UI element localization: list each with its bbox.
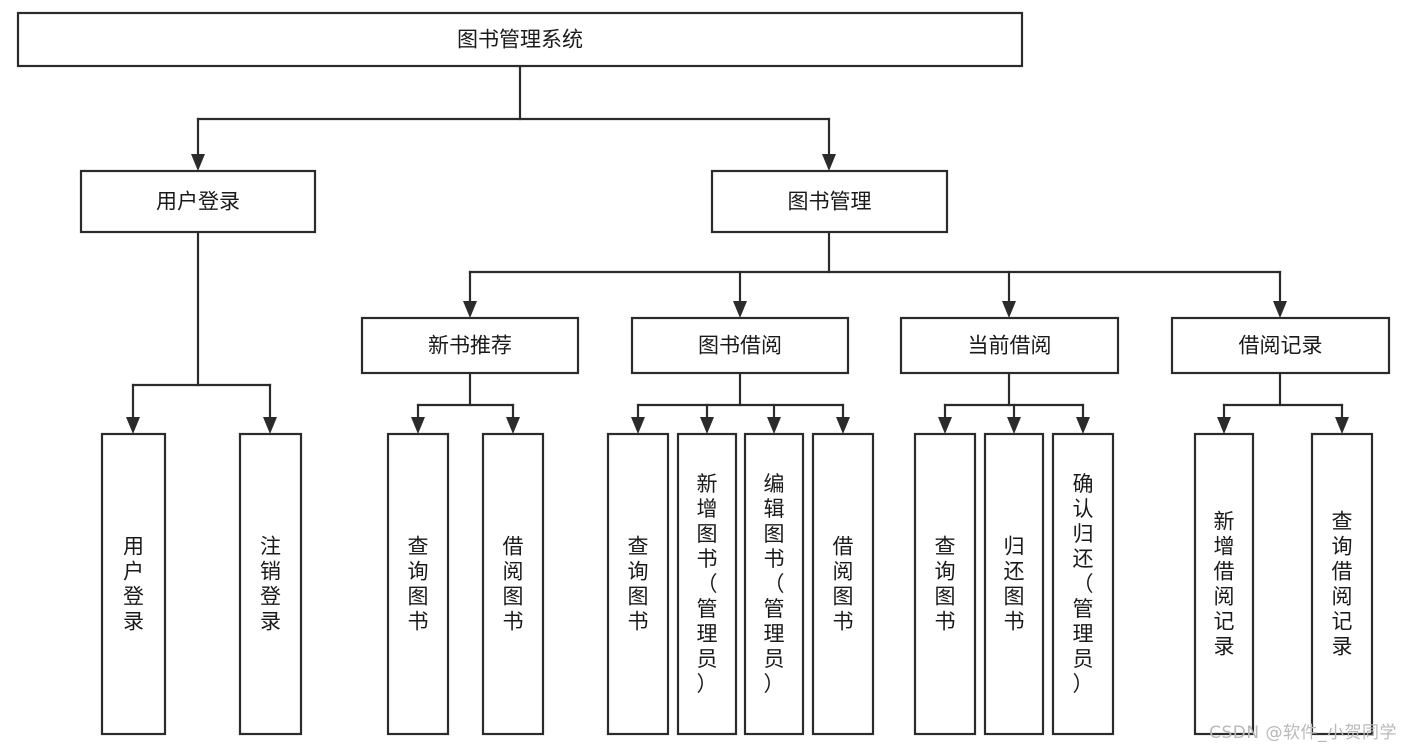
arrow-head-icon — [1007, 417, 1021, 434]
node-leaf-borrow-book[interactable]: 借阅图书 — [811, 432, 875, 736]
node-box-leaf-user-login[interactable] — [100, 432, 167, 736]
node-leaf-return-book[interactable]: 归还图书 — [983, 432, 1045, 736]
node-new-book-recommend[interactable]: 新书推荐 — [360, 316, 580, 375]
node-leaf-query-borrow-record[interactable]: 查询借阅记录 — [1310, 432, 1374, 736]
arrow-head-icon — [836, 417, 850, 434]
node-root[interactable]: 图书管理系统 — [16, 11, 1024, 68]
node-leaf-add-borrow-record[interactable]: 新增借阅记录 — [1193, 432, 1255, 736]
node-label-current-borrow: 当前借阅 — [968, 334, 1052, 358]
node-book-borrow[interactable]: 图书借阅 — [630, 316, 850, 375]
node-box-leaf-query-borrow-record[interactable] — [1310, 432, 1374, 736]
node-label-new-book-recommend: 新书推荐 — [428, 334, 512, 358]
node-label-leaf-query-book-current: 查询图书 — [935, 535, 956, 634]
arrow-head-icon — [1076, 417, 1090, 434]
node-leaf-borrow-book-recommend[interactable]: 借阅图书 — [481, 432, 545, 736]
node-box-book-admin[interactable] — [710, 169, 949, 234]
node-box-leaf-query-book-borrow[interactable] — [606, 432, 670, 736]
node-label-leaf-user-login: 用户登录 — [123, 535, 144, 634]
arrow-head-icon — [767, 417, 781, 434]
arrow-head-icon — [463, 301, 477, 318]
node-user-login[interactable]: 用户登录 — [79, 169, 317, 234]
node-leaf-add-book[interactable]: 新增图书（管理员） — [676, 432, 738, 736]
arrow-head-icon — [822, 154, 836, 171]
connectors-layer — [126, 64, 1349, 434]
nodes-layer: 图书管理系统用户登录图书管理新书推荐图书借阅当前借阅借阅记录用户登录注销登录查询… — [16, 11, 1391, 736]
node-box-leaf-logout[interactable] — [238, 432, 303, 736]
node-box-borrow-record[interactable] — [1170, 316, 1391, 375]
node-label-book-admin: 图书管理 — [788, 190, 872, 214]
node-leaf-edit-book[interactable]: 编辑图书（管理员） — [743, 432, 805, 736]
arrow-head-icon — [938, 417, 952, 434]
arrow-head-icon — [700, 417, 714, 434]
node-label-book-borrow: 图书借阅 — [698, 334, 782, 358]
node-box-leaf-query-book-current[interactable] — [913, 432, 977, 736]
node-box-current-borrow[interactable] — [899, 316, 1120, 375]
node-leaf-query-book-current[interactable]: 查询图书 — [913, 432, 977, 736]
arrow-head-icon — [411, 417, 425, 434]
node-label-user-login: 用户登录 — [156, 190, 240, 214]
node-box-leaf-borrow-book-recommend[interactable] — [481, 432, 545, 736]
node-leaf-user-login[interactable]: 用户登录 — [100, 432, 167, 736]
node-leaf-query-book-borrow[interactable]: 查询图书 — [606, 432, 670, 736]
arrow-head-icon — [126, 417, 140, 434]
arrow-head-icon — [1002, 301, 1016, 318]
node-box-leaf-edit-book[interactable] — [743, 432, 805, 736]
node-label-leaf-borrow-book-recommend: 借阅图书 — [503, 535, 524, 634]
arrow-head-icon — [1273, 301, 1287, 318]
node-box-leaf-add-borrow-record[interactable] — [1193, 432, 1255, 736]
node-current-borrow[interactable]: 当前借阅 — [899, 316, 1120, 375]
node-label-leaf-return-book: 归还图书 — [1004, 535, 1025, 634]
csdn-watermark: CSDN @软件_小贺同学 — [1209, 723, 1397, 743]
node-box-leaf-borrow-book[interactable] — [811, 432, 875, 736]
node-label-leaf-edit-book: 编辑图书（管理员） — [764, 472, 785, 696]
node-label-leaf-add-borrow-record: 新增借阅记录 — [1214, 510, 1235, 659]
node-label-leaf-confirm-return: 确认归还（管理员） — [1073, 472, 1094, 696]
node-label-leaf-logout: 注销登录 — [260, 535, 281, 634]
node-box-leaf-query-book-recommend[interactable] — [386, 432, 450, 736]
node-label-leaf-query-book-borrow: 查询图书 — [628, 535, 649, 634]
arrow-head-icon — [263, 417, 277, 434]
arrow-head-icon — [506, 417, 520, 434]
node-box-new-book-recommend[interactable] — [360, 316, 580, 375]
node-book-admin[interactable]: 图书管理 — [710, 169, 949, 234]
arrow-head-icon — [191, 154, 205, 171]
node-label-root: 图书管理系统 — [457, 28, 583, 52]
arrow-head-icon — [1217, 417, 1231, 434]
node-leaf-logout[interactable]: 注销登录 — [238, 432, 303, 736]
node-box-leaf-confirm-return[interactable] — [1051, 432, 1115, 736]
node-label-borrow-record: 借阅记录 — [1239, 334, 1323, 358]
arrow-head-icon — [733, 301, 747, 318]
arrow-head-icon — [631, 417, 645, 434]
node-label-leaf-borrow-book: 借阅图书 — [833, 535, 854, 634]
node-box-book-borrow[interactable] — [630, 316, 850, 375]
node-box-user-login[interactable] — [79, 169, 317, 234]
node-box-leaf-add-book[interactable] — [676, 432, 738, 736]
node-box-leaf-return-book[interactable] — [983, 432, 1045, 736]
node-box-root[interactable] — [16, 11, 1024, 68]
node-leaf-query-book-recommend[interactable]: 查询图书 — [386, 432, 450, 736]
arrow-head-icon — [1335, 417, 1349, 434]
node-label-leaf-query-borrow-record: 查询借阅记录 — [1332, 510, 1353, 659]
node-label-leaf-query-book-recommend: 查询图书 — [408, 535, 429, 634]
node-label-leaf-add-book: 新增图书（管理员） — [697, 472, 718, 696]
node-borrow-record[interactable]: 借阅记录 — [1170, 316, 1391, 375]
node-leaf-confirm-return[interactable]: 确认归还（管理员） — [1051, 432, 1115, 736]
